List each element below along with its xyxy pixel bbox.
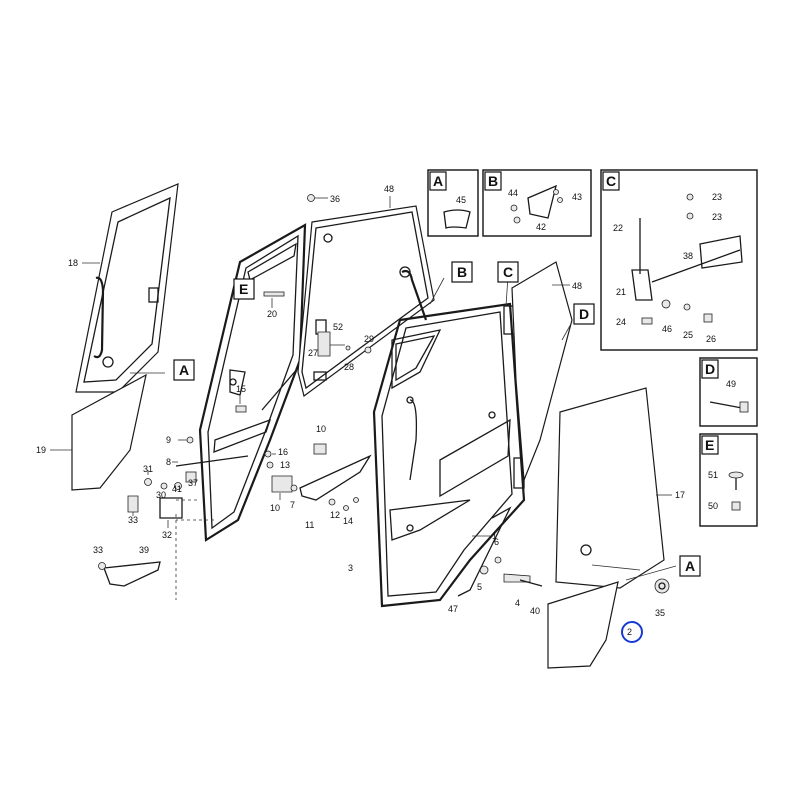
label-31: 31 bbox=[143, 464, 153, 474]
label-39: 39 bbox=[139, 545, 149, 555]
glass-2 bbox=[547, 564, 641, 669]
inset-d-part-49: 49 bbox=[726, 379, 736, 389]
label-12: 12 bbox=[330, 510, 340, 520]
callout-a-left: A bbox=[173, 359, 195, 381]
label-16: 16 bbox=[278, 447, 288, 457]
label-48-right: 48 bbox=[572, 281, 582, 291]
small-hardware bbox=[98, 194, 670, 597]
label-8: 8 bbox=[166, 457, 171, 467]
top-window-48 bbox=[297, 196, 435, 398]
label-10-a: 10 bbox=[316, 424, 326, 434]
label-33-a: 33 bbox=[128, 515, 138, 525]
door-frame-left bbox=[198, 223, 307, 542]
panel-19 bbox=[50, 372, 165, 491]
label-32: 32 bbox=[162, 530, 172, 540]
inset-a-part-45: 45 bbox=[456, 195, 466, 205]
label-52: 52 bbox=[333, 322, 343, 332]
inset-c-part-23a: 23 bbox=[712, 192, 722, 202]
inset-b: B 44 43 42 bbox=[482, 169, 592, 237]
callout-b-main: B bbox=[451, 261, 473, 283]
label-13: 13 bbox=[280, 460, 290, 470]
callout-e-main: E bbox=[233, 278, 255, 300]
label-14: 14 bbox=[343, 516, 353, 526]
label-33-b: 33 bbox=[93, 545, 103, 555]
label-48-top: 48 bbox=[384, 184, 394, 194]
svg-text:A: A bbox=[179, 362, 189, 378]
glass-17 bbox=[555, 387, 672, 589]
label-4: 4 bbox=[515, 598, 520, 608]
highlight-part-2[interactable] bbox=[621, 621, 643, 643]
part-numbers: 18 19 36 48 48 20 52 29 27 28 15 9 8 31 … bbox=[36, 184, 685, 637]
inset-c-part-23b: 23 bbox=[712, 212, 722, 222]
inset-c-part-38: 38 bbox=[683, 251, 693, 261]
inset-b-letter: B bbox=[488, 173, 498, 189]
glass-48-right bbox=[511, 261, 573, 481]
inset-c-part-24: 24 bbox=[616, 317, 626, 327]
label-19: 19 bbox=[36, 445, 46, 455]
label-40: 40 bbox=[530, 606, 540, 616]
callout-c-main: C bbox=[497, 261, 519, 283]
callout-d-main: D bbox=[573, 303, 595, 325]
label-41: 41 bbox=[172, 484, 182, 494]
label-1: 1 bbox=[492, 531, 497, 541]
inset-b-part-44: 44 bbox=[508, 188, 518, 198]
dashed-guides bbox=[175, 499, 214, 600]
label-17: 17 bbox=[675, 490, 685, 500]
label-9: 9 bbox=[166, 435, 171, 445]
inset-c-part-21: 21 bbox=[616, 287, 626, 297]
inset-c-letter: C bbox=[606, 173, 616, 189]
svg-text:B: B bbox=[457, 264, 467, 280]
label-47: 47 bbox=[448, 604, 458, 614]
label-3: 3 bbox=[348, 563, 353, 573]
inset-c-part-26: 26 bbox=[706, 334, 716, 344]
side-window-18 bbox=[75, 183, 179, 393]
inset-b-part-43: 43 bbox=[572, 192, 582, 202]
svg-text:C: C bbox=[503, 264, 513, 280]
label-27: 27 bbox=[308, 348, 318, 358]
label-6: 6 bbox=[494, 537, 499, 547]
door-3 bbox=[372, 302, 526, 608]
inset-c-part-25: 25 bbox=[683, 330, 693, 340]
inset-e: E 51 50 bbox=[699, 433, 758, 527]
label-2: 2 bbox=[627, 627, 632, 637]
label-7: 7 bbox=[290, 500, 295, 510]
inset-c: C 23 23 22 38 21 24 46 25 26 bbox=[600, 169, 758, 351]
inset-e-part-51: 51 bbox=[708, 470, 718, 480]
inset-e-part-50: 50 bbox=[708, 501, 718, 511]
inset-b-part-42: 42 bbox=[536, 222, 546, 232]
inset-e-letter: E bbox=[705, 437, 714, 453]
label-28: 28 bbox=[344, 362, 354, 372]
label-5: 5 bbox=[477, 582, 482, 592]
label-37: 37 bbox=[188, 478, 198, 488]
label-10-b: 10 bbox=[270, 503, 280, 513]
label-35: 35 bbox=[655, 608, 665, 618]
svg-text:A: A bbox=[685, 558, 695, 574]
inset-d-letter: D bbox=[705, 361, 715, 377]
label-15: 15 bbox=[236, 384, 246, 394]
inset-c-part-46: 46 bbox=[662, 324, 672, 334]
label-11: 11 bbox=[305, 520, 314, 530]
callout-a-right: A bbox=[679, 555, 701, 577]
inset-c-part-22: 22 bbox=[613, 223, 623, 233]
label-20: 20 bbox=[267, 309, 277, 319]
label-36: 36 bbox=[330, 194, 340, 204]
label-29: 29 bbox=[364, 334, 374, 344]
label-18: 18 bbox=[68, 258, 78, 268]
svg-text:E: E bbox=[239, 281, 248, 297]
svg-text:D: D bbox=[579, 306, 589, 322]
inset-d: D 49 bbox=[699, 357, 758, 427]
inset-a: A 45 bbox=[427, 169, 479, 237]
label-30: 30 bbox=[156, 490, 166, 500]
inset-a-letter: A bbox=[433, 173, 443, 189]
